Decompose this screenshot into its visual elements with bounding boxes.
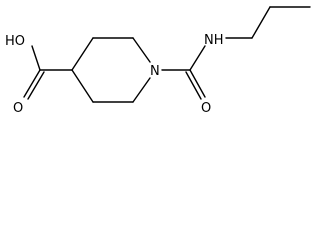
- ring-bond-c2-n: [132, 37, 151, 63]
- ring-bond-n-c6: [132, 77, 151, 103]
- ring-bond-c5-c4: [71, 69, 94, 103]
- carbamoyl-group: [161, 45, 206, 100]
- amide-nh-label: NH: [204, 33, 224, 48]
- carboxylic-acid-group: [23, 45, 73, 100]
- molecule-structure-diagram: HO N NH O O: [5, 6, 311, 115]
- bond-acid-carbonyl-2: [27, 71, 45, 100]
- bond-acid-carbonyl-1: [23, 69, 41, 98]
- hydroxyl-label: HO: [5, 34, 25, 49]
- bond-ch2-to-ch2: [251, 6, 271, 39]
- bond-carbonyl-double-1: [189, 69, 206, 98]
- ring-bond-c4-c3: [71, 37, 94, 71]
- bond-carbonyl-to-nh: [189, 45, 206, 71]
- bond-oh-to-acid-carbon: [31, 45, 41, 71]
- propyl-chain: [225, 6, 311, 39]
- ring-nitrogen-label: N: [150, 64, 160, 79]
- bond-carbonyl-double-2: [185, 71, 202, 100]
- carbonyl-oxygen-label: O: [201, 101, 211, 115]
- acid-carbonyl-oxygen-label: O: [13, 101, 23, 115]
- piperidine-ring: [71, 37, 151, 103]
